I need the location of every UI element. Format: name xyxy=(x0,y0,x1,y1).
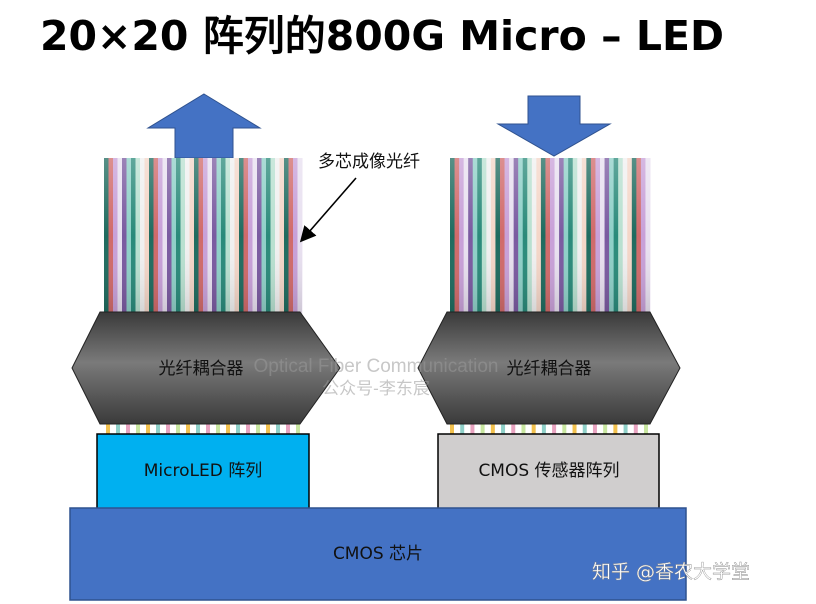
fiber-bundle-label: 多芯成像光纤 xyxy=(318,152,420,172)
coupling-pin xyxy=(490,423,495,435)
cmos-chip-block xyxy=(69,507,687,601)
coupling-pin xyxy=(296,423,300,435)
coupling-pin xyxy=(286,423,290,435)
fiber-bundle-right xyxy=(450,158,651,314)
coupling-pin xyxy=(266,423,270,435)
coupling-pin xyxy=(116,423,120,435)
coupling-pin xyxy=(156,423,160,435)
coupling-pin xyxy=(511,423,516,435)
fiber-bundle-left xyxy=(104,158,303,314)
coupling-pin xyxy=(603,423,608,435)
coupling-pin xyxy=(552,423,557,435)
fiber-coupler-left xyxy=(71,311,341,425)
coupler-left-label: 光纤耦合器 xyxy=(159,359,244,379)
page-title: 20×20 阵列的800G Micro – LED xyxy=(40,12,725,60)
coupling-pin xyxy=(501,423,506,435)
up-arrow-icon xyxy=(146,93,262,159)
pins-right xyxy=(450,423,648,435)
coupling-pin xyxy=(146,423,150,435)
coupling-pin xyxy=(541,423,546,435)
coupling-pin xyxy=(582,423,587,435)
coupling-pin xyxy=(196,423,200,435)
fiber-pointer-arrow-icon xyxy=(299,177,357,243)
coupling-pin xyxy=(480,423,485,435)
coupling-pin xyxy=(644,423,648,435)
coupling-pin xyxy=(136,423,140,435)
cmos-chip-label: CMOS 芯片 xyxy=(333,544,423,564)
coupling-pin xyxy=(633,423,638,435)
coupling-pin xyxy=(613,423,618,435)
coupling-pin xyxy=(276,423,280,435)
credit-watermark: 知乎 @香农大学堂 xyxy=(592,561,750,583)
coupling-pin xyxy=(623,423,628,435)
coupling-pin xyxy=(256,423,260,435)
fiber-shading xyxy=(104,158,302,314)
coupling-pin xyxy=(106,423,110,435)
watermark-line-2: 公众号-李东宸 xyxy=(322,379,430,398)
coupling-pin xyxy=(592,423,597,435)
coupling-pin xyxy=(166,423,170,435)
watermark-line-1: Optical Fiber Communication xyxy=(254,356,499,377)
coupling-pin xyxy=(460,423,465,435)
coupling-pin xyxy=(226,423,230,435)
coupling-pin xyxy=(450,423,454,435)
fiber-shading xyxy=(450,158,650,314)
coupling-pin xyxy=(176,423,180,435)
coupling-pin xyxy=(206,423,210,435)
pins-left xyxy=(106,423,300,435)
coupling-pin xyxy=(521,423,526,435)
cmos-sensor-array-block xyxy=(437,433,660,510)
coupling-pin xyxy=(562,423,567,435)
coupling-pin xyxy=(531,423,536,435)
microled-array-block xyxy=(96,433,310,510)
coupling-pin xyxy=(216,423,220,435)
coupling-pin xyxy=(572,423,577,435)
fiber-coupler-right xyxy=(417,311,681,425)
down-arrow-icon xyxy=(496,95,612,157)
coupling-pin xyxy=(126,423,130,435)
coupling-pin xyxy=(236,423,240,435)
coupling-pin xyxy=(246,423,250,435)
coupling-pin xyxy=(186,423,190,435)
coupling-pin xyxy=(470,423,475,435)
microled-array-label: MicroLED 阵列 xyxy=(144,461,262,481)
cmos-sensor-array-label: CMOS 传感器阵列 xyxy=(478,461,619,481)
coupler-right-label: 光纤耦合器 xyxy=(507,359,592,379)
